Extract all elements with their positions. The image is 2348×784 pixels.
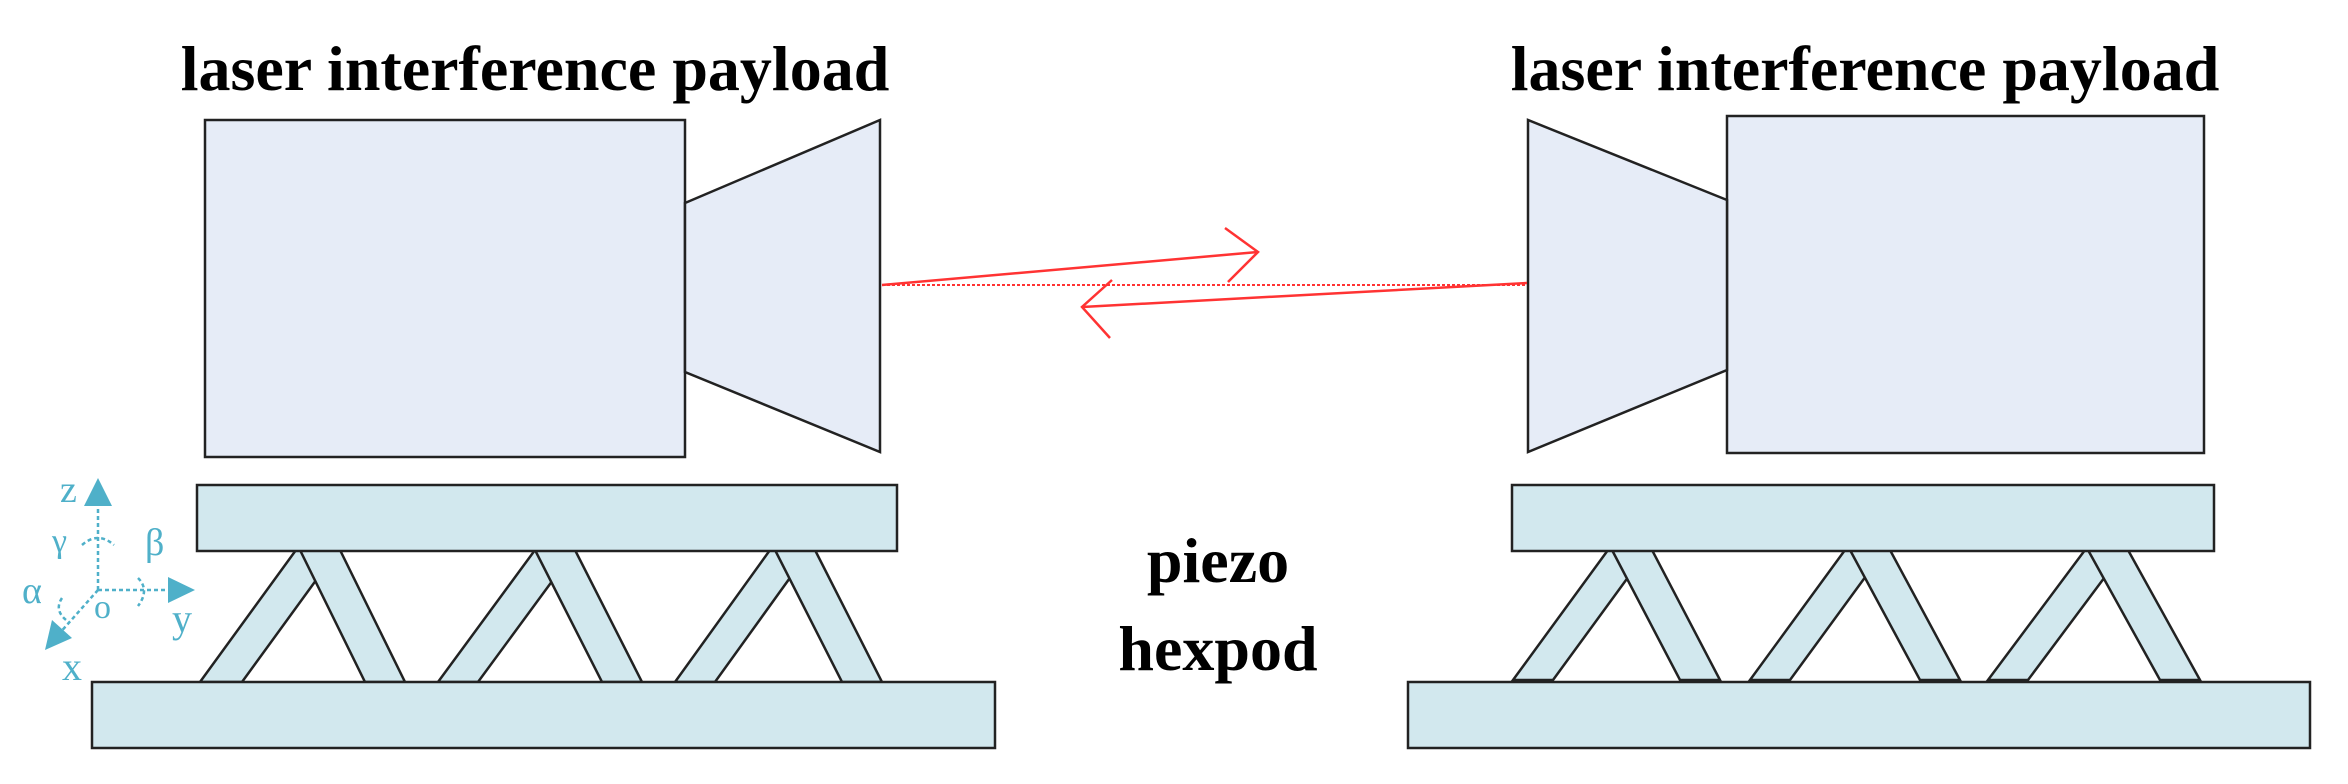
axis-y-label: y (172, 596, 192, 641)
hexpod-left-top-plate (195, 483, 899, 553)
hexpod-right (1406, 483, 2312, 750)
payload-right (1526, 114, 2206, 455)
laser-beam-return (1081, 281, 1528, 309)
rotation-beta-arc (136, 577, 146, 607)
axis-z-arrow-icon (84, 478, 112, 506)
hexpod-left-base-plate (90, 680, 997, 750)
payload-left-body (203, 118, 687, 459)
axis-z-label: z (60, 469, 77, 511)
payload-left-label: laser interference payload (181, 33, 890, 104)
axis-alpha-label: α (22, 570, 42, 612)
payload-right-label: laser interference payload (1511, 33, 2220, 104)
axis-beta-label: β (145, 522, 164, 564)
axis-x-line (57, 589, 99, 636)
laser-beams (881, 226, 1528, 339)
rotation-gamma-arc (81, 536, 115, 546)
payload-right-emitter (1526, 118, 1729, 454)
payload-right-body (1725, 114, 2206, 455)
axis-x-label: x (62, 644, 82, 689)
payload-left-emitter (683, 118, 882, 454)
laser-beam-outgoing (881, 250, 1259, 287)
payload-left (203, 118, 882, 459)
rotation-alpha-arc (57, 597, 67, 621)
hexpod-label-line1: piezo (1147, 525, 1289, 596)
hexpod-label-line2: hexpod (1118, 613, 1317, 684)
axis-gamma-label: γ (51, 523, 67, 560)
axis-x-arrow-icon (45, 620, 72, 650)
coordinate-axes: z γ β α o y x (22, 469, 195, 689)
hexpod-left (90, 483, 997, 750)
hexpod-right-base-plate (1406, 680, 2312, 750)
axis-origin-label: o (94, 589, 111, 626)
hexpod-left-legs (197, 548, 885, 684)
hexpod-right-legs (1510, 548, 2203, 682)
laser-arrow-right-head (1224, 226, 1260, 283)
laser-arrow-left-head (1080, 279, 1113, 339)
axis-y-arrow-icon (168, 577, 195, 603)
hexpod-right-top-plate (1510, 483, 2216, 553)
